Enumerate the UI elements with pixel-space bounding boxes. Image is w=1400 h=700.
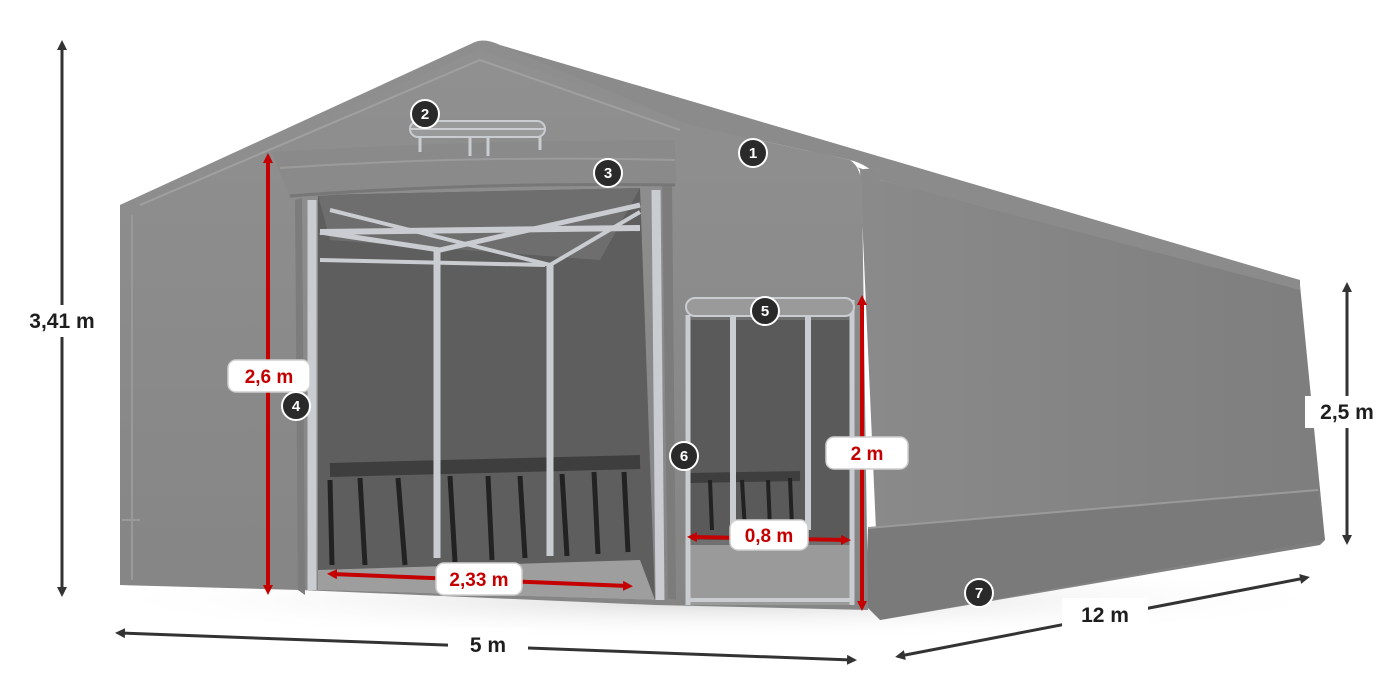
callout-4: 4 <box>281 391 311 421</box>
callout-6: 6 <box>669 441 699 471</box>
callout-2: 2 <box>410 99 440 129</box>
callout-number: 2 <box>421 106 429 123</box>
callout-1: 1 <box>738 138 768 168</box>
label-door-height: 2 m <box>851 444 884 465</box>
callout-number: 7 <box>975 585 983 602</box>
ventilation-roll <box>409 120 546 156</box>
callout-number: 4 <box>292 398 301 415</box>
frame-poles <box>307 189 665 601</box>
gate-opening <box>318 188 655 600</box>
label-length: 12 m <box>1081 604 1129 627</box>
callout-number: 3 <box>604 165 612 182</box>
callout-5: 5 <box>750 296 780 326</box>
label-door-width: 0,8 m <box>745 526 794 547</box>
callout-number: 5 <box>761 303 769 320</box>
callout-7: 7 <box>964 578 994 608</box>
label-width: 5 m <box>470 634 506 657</box>
red-label-boxes <box>227 359 909 596</box>
label-side-height: 2,5 m <box>1320 401 1374 424</box>
bike-racks <box>327 471 631 566</box>
callout-number: 6 <box>680 448 688 465</box>
callout-3: 3 <box>593 158 623 188</box>
label-total-height: 3,41 m <box>29 310 94 333</box>
label-gate-height: 2,6 m <box>245 367 294 388</box>
tent-roof-side <box>500 45 1300 290</box>
label-gate-width: 2,33 m <box>449 570 508 591</box>
callout-number: 1 <box>749 145 757 162</box>
